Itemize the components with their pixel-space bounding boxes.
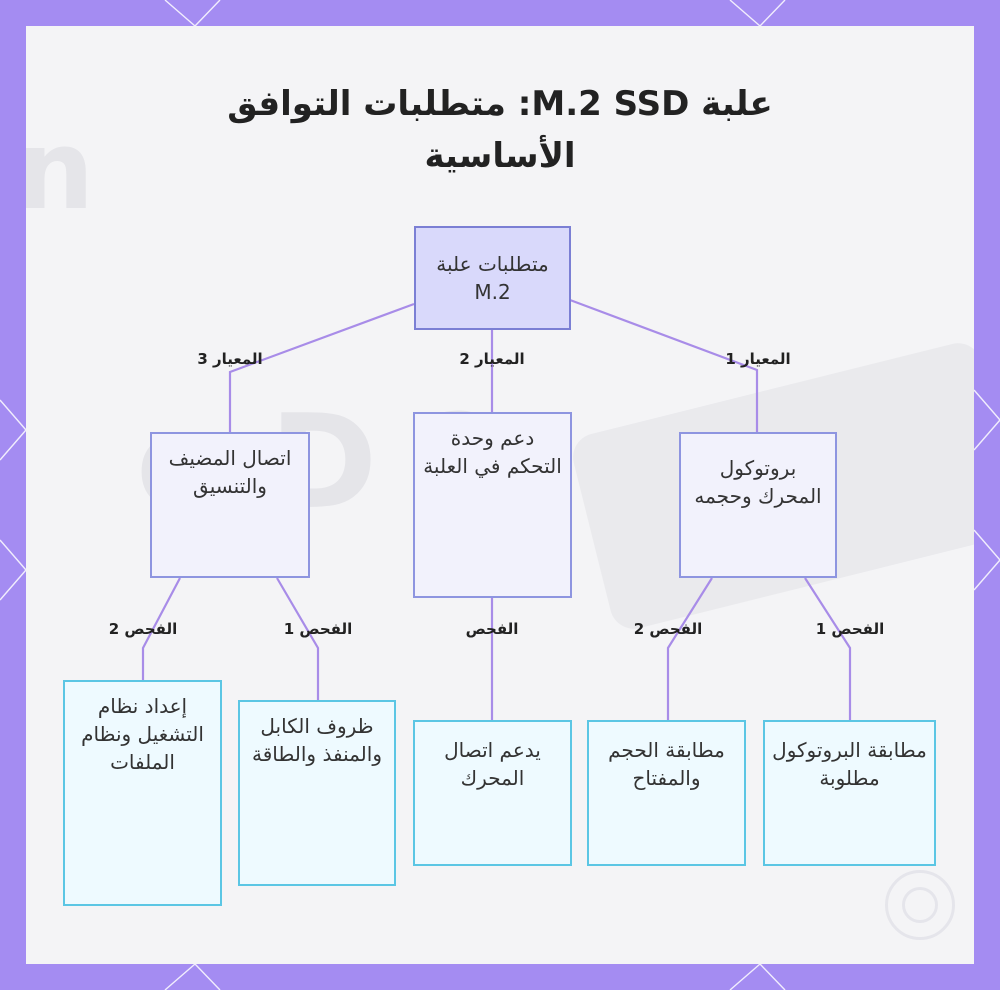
leaf-size-node: مطابقة الحجم والمفتاح xyxy=(587,720,746,866)
criterion3-label: اتصال المضيف والتنسيق xyxy=(168,446,292,498)
edge-label-check1-c3: الفحص 1 xyxy=(283,620,353,638)
leaf-protocol-label: مطابقة البروتوكول مطلوبة xyxy=(772,738,927,790)
edge-label-check1-c1: الفحص 1 xyxy=(815,620,885,638)
connector-criterion3 xyxy=(228,302,415,432)
criterion2-node: دعم وحدة التحكم في العلبة xyxy=(413,412,572,598)
criterion3-node: اتصال المضيف والتنسيق xyxy=(150,432,310,578)
edge-label-check2-c3: الفحص 2 xyxy=(108,620,178,638)
connector-c3-check2 xyxy=(141,577,181,680)
edge-label-criterion3: المعيار 3 xyxy=(197,350,263,368)
leaf-support-label: يدعم اتصال المحرك xyxy=(444,738,541,790)
diagram-title: علبة M.2 SSD: متطلبات التوافق الأساسية xyxy=(227,84,773,176)
leaf-os-label: إعداد نظام التشغيل ونظام الملفات xyxy=(81,694,204,774)
background-watermark: n xyxy=(26,106,95,234)
connector-c1-check2 xyxy=(666,577,713,720)
edge-label-check-c2: الفحص xyxy=(465,620,519,638)
criterion1-label: بروتوكول المحرك وحجمه xyxy=(694,456,822,508)
connector-c3-check1 xyxy=(276,577,320,700)
root-node-label: متطلبات علبة M.2 xyxy=(436,252,549,304)
edge-label-check2-c1: الفحص 2 xyxy=(633,620,703,638)
edge-label-criterion2: المعيار 2 xyxy=(459,350,525,368)
root-node: متطلبات علبة M.2 xyxy=(414,226,571,330)
criterion1-node: بروتوكول المحرك وحجمه xyxy=(679,432,837,578)
connector-criterion1 xyxy=(569,298,759,432)
criterion2-label: دعم وحدة التحكم في العلبة xyxy=(423,426,562,478)
leaf-support-node: يدعم اتصال المحرك xyxy=(413,720,572,866)
leaf-cable-node: ظروف الكابل والمنفذ والطاقة xyxy=(238,700,396,886)
leaf-os-node: إعداد نظام التشغيل ونظام الملفات xyxy=(63,680,222,906)
connector-c1-check1 xyxy=(804,577,852,720)
leaf-protocol-node: مطابقة البروتوكول مطلوبة xyxy=(763,720,936,866)
edge-label-criterion1: المعيار 1 xyxy=(725,350,791,368)
watermark-logo-icon xyxy=(885,870,955,940)
leaf-size-label: مطابقة الحجم والمفتاح xyxy=(608,738,725,790)
leaf-cable-label: ظروف الكابل والمنفذ والطاقة xyxy=(252,714,382,766)
